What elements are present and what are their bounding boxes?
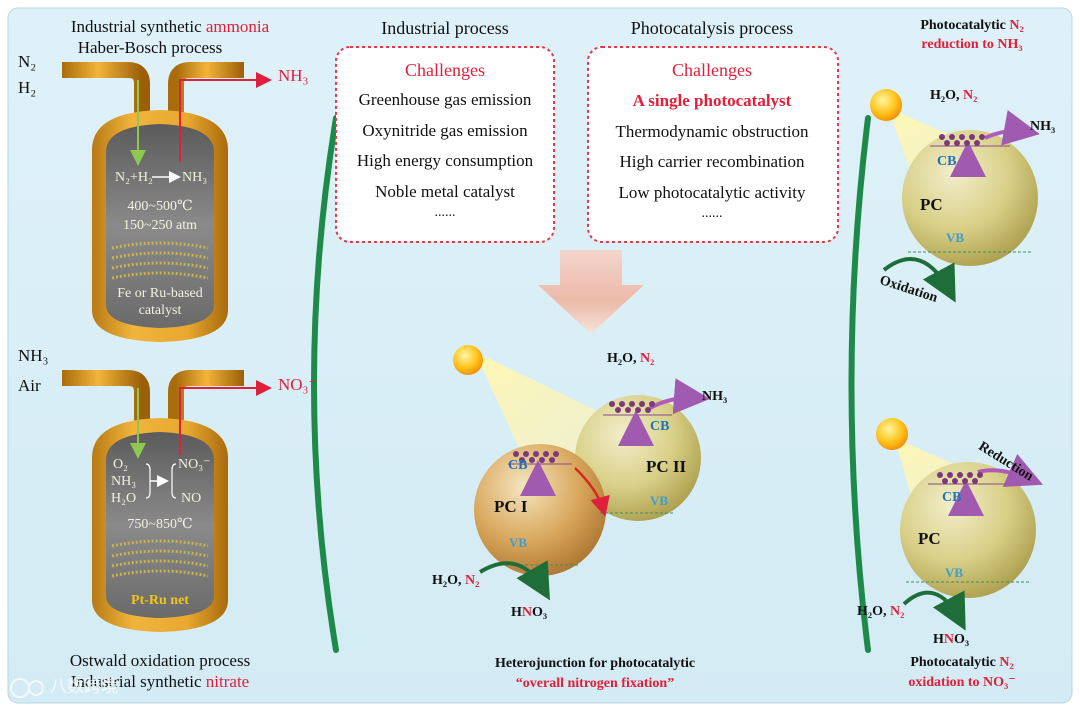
reduction-cb: CB — [937, 154, 957, 169]
right-divider — [848, 115, 871, 653]
haber-reaction-right: NH₃ — [182, 170, 208, 185]
ostwald-reactant-h2o: H₂O — [111, 491, 137, 506]
down-arrow — [538, 250, 644, 334]
hetero-caption-line2: “overall nitrogen fixation” — [515, 676, 675, 691]
oxidation-pc: PC — [918, 529, 941, 548]
sun-icon — [870, 89, 902, 121]
hetero-pc2: PC II — [646, 457, 687, 476]
industrial-item: High energy consumption — [356, 151, 534, 170]
ostwald-reactor — [62, 370, 272, 632]
photocatalysis-item: Low photocatalytic activity — [618, 183, 806, 202]
reduction-reactants: H₂O, N₂ — [930, 88, 978, 103]
ostwald-product-no3: NO₃⁻ — [178, 457, 211, 472]
photocatalysis-challenges-box — [587, 46, 839, 243]
watermark-icon — [10, 678, 44, 698]
ostwald-catalyst: Pt-Ru net — [131, 593, 189, 608]
hetero-top-product: NH₃ — [702, 389, 728, 404]
photocatalysis-item: Thermodynamic obstruction — [615, 122, 809, 141]
hetero-caption-line1: Heterojunction for photocatalytic — [494, 656, 696, 671]
oxidation-vb: VB — [945, 565, 964, 580]
reduction-vb: VB — [946, 230, 965, 245]
oxidation-title-line2: oxidation to NO₃⁻ — [908, 675, 1016, 690]
hetero-vb-right: VB — [650, 493, 669, 508]
ostwald-input-nh3: NH₃ — [18, 346, 49, 365]
photocatalysis-title: Photocatalysis process — [630, 18, 794, 38]
reduction-title: Photocatalytic N₂ — [920, 18, 1024, 33]
haber-temperature: 400~500℃ — [127, 199, 193, 214]
haber-reaction-left: N₂+H₂ — [115, 170, 153, 185]
ostwald-product-no: NO — [181, 491, 202, 506]
watermark-text: 八数跨境 — [50, 677, 118, 697]
heterojunction-graphic — [453, 345, 710, 601]
hetero-bottom-reactants: H₂O, N₂ — [432, 573, 480, 588]
oxidation-graphic — [876, 418, 1043, 631]
photocatalysis-highlight: A single photocatalyst — [632, 91, 792, 110]
oxidation-reactants: H₂O, N₂ — [857, 604, 905, 619]
ostwald-title: Ostwald oxidation process — [69, 651, 251, 670]
industrial-item: Greenhouse gas emission — [358, 90, 532, 109]
reduction-pc: PC — [920, 195, 943, 214]
ostwald-reactant-o2: O₂ — [113, 457, 128, 472]
sun-icon — [876, 418, 908, 450]
photocatalysis-challenges-label: Challenges — [672, 60, 752, 80]
industrial-item: Oxynitride gas emission — [362, 121, 528, 140]
industrial-challenges-box — [335, 46, 555, 243]
haber-bosch-reactor — [62, 62, 272, 342]
hetero-cb-right: CB — [650, 419, 670, 434]
haber-title: Industrial synthetic ammonia — [70, 17, 270, 36]
haber-pressure: 150~250 atm — [122, 218, 198, 233]
reduction-product: NH₃ — [1030, 119, 1056, 134]
ostwald-temperature: 750~850℃ — [127, 517, 193, 532]
industrial-title: Industrial process — [381, 18, 509, 38]
haber-input-h2: H₂ — [18, 78, 37, 97]
ostwald-reactant-nh3: NH₃ — [111, 474, 137, 489]
industrial-item-ellipsis: ...... — [434, 205, 456, 220]
reduction-graphic — [870, 89, 1040, 303]
left-divider — [311, 115, 339, 653]
industrial-challenges-label: Challenges — [405, 60, 485, 80]
oxidation-product: HNO₃ — [933, 632, 970, 647]
oxidation-cb: CB — [942, 490, 962, 505]
industrial-item: Noble metal catalyst — [375, 182, 515, 201]
photocatalysis-item-ellipsis: ...... — [701, 206, 723, 221]
hetero-cb-left: CB — [508, 458, 528, 473]
ostwald-subtitle: Industrial synthetic nitrate — [70, 672, 250, 691]
haber-catalyst-line2: catalyst — [138, 303, 182, 318]
ostwald-input-air: Air — [18, 376, 41, 395]
photocatalysis-item: High carrier recombination — [619, 152, 805, 171]
haber-output-nh3: NH₃ — [278, 66, 309, 85]
haber-subtitle: Haber-Bosch process — [77, 38, 223, 57]
ostwald-output-no3: NO₃⁻ — [278, 375, 318, 394]
haber-input-n2: N₂ — [18, 52, 37, 71]
hetero-bottom-product: HNO₃ — [511, 605, 548, 620]
hetero-top-reactants: H₂O, N₂ — [607, 351, 655, 366]
oxidation-title: Photocatalytic N₂ — [910, 655, 1014, 670]
sun-icon — [453, 345, 483, 375]
hetero-pc1: PC I — [494, 497, 528, 516]
hetero-vb-left: VB — [509, 535, 528, 550]
reduction-title-line2: reduction to NH₃ — [921, 37, 1023, 52]
haber-catalyst-line1: Fe or Ru-based — [117, 286, 203, 301]
